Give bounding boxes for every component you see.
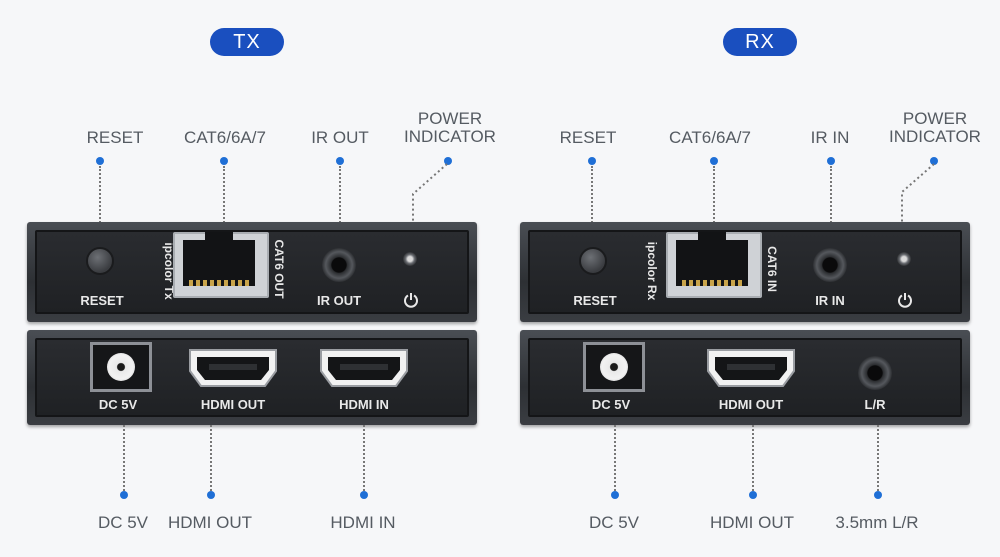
rx-cat-dot [710, 157, 718, 165]
rx-cat-silk: CAT6 IN [765, 246, 779, 292]
rx-ir-leader [830, 166, 832, 246]
tx-ir-out-jack[interactable] [322, 248, 356, 282]
tx-rj45-port-icon[interactable] [173, 232, 269, 298]
tx-hdmi-out-port-icon[interactable] [187, 347, 279, 389]
rx-ir-label: IR IN [810, 128, 850, 147]
tx-hdmi-in-label: HDMI IN [330, 513, 396, 532]
tx-hdmi-out-label: HDMI OUT [167, 513, 253, 532]
tx-ir-dot [336, 157, 344, 165]
rx-cat-leader [713, 166, 715, 238]
tx-hdmi-in-port-icon[interactable] [318, 347, 410, 389]
tx-dc-dot [120, 491, 128, 499]
tx-dc-jack-icon[interactable] [90, 342, 152, 392]
rx-power-label-2: INDICATOR [889, 127, 981, 146]
tx-badge: TX [210, 28, 284, 56]
rx-lr-silk: L/R [864, 397, 886, 412]
tx-dc-leader [123, 425, 125, 491]
tx-hdmi-out-silk: HDMI OUT [200, 397, 266, 412]
tx-power-leader [412, 163, 448, 252]
rx-cat-label: CAT6/6A/7 [669, 128, 751, 147]
tx-ir-label: IR OUT [311, 128, 369, 147]
rx-lr-label: 3.5mm L/R [835, 513, 919, 532]
tx-reset-dot [96, 157, 104, 165]
rx-reset-leader [591, 166, 593, 238]
rx-hdmi-out-dot [749, 491, 757, 499]
rx-ir-dot [827, 157, 835, 165]
rx-rj45-port-icon[interactable] [666, 232, 762, 298]
tx-led-icon [403, 252, 417, 266]
tx-cat-label: CAT6/6A/7 [184, 128, 266, 147]
rx-reset-label: RESET [559, 128, 617, 147]
tx-power-label-2: INDICATOR [404, 127, 496, 146]
rx-dc-label: DC 5V [588, 513, 640, 532]
rx-hdmi-out-leader [752, 425, 754, 491]
tx-hdmi-out-dot [207, 491, 215, 499]
rx-front-panel: RESET ipcolor Rx CAT6 IN IR IN [520, 222, 970, 322]
tx-power-label-1: POWER [417, 109, 483, 128]
rx-audio-jack-icon[interactable] [858, 356, 892, 390]
tx-rear-panel: DC 5V HDMI OUT HDMI IN [27, 330, 477, 425]
rx-reset-silk: RESET [573, 293, 617, 308]
rx-hdmi-out-label: HDMI OUT [709, 513, 795, 532]
tx-reset-label: RESET [86, 128, 144, 147]
rx-reset-button[interactable] [579, 247, 607, 275]
rx-rear-panel: DC 5V HDMI OUT L/R [520, 330, 970, 425]
tx-hdmi-out-leader [210, 425, 212, 491]
rx-power-dot [930, 157, 938, 165]
tx-front-panel: RESET ipcolor Tx CAT6 OUT IR OUT [27, 222, 477, 322]
rx-power-label-1: POWER [902, 109, 968, 128]
rx-dc-leader [614, 425, 616, 491]
rx-brand-silk: ipcolor Rx [645, 241, 659, 301]
rx-led-icon [897, 252, 911, 266]
tx-reset-button[interactable] [86, 247, 114, 275]
rx-ir-silk: IR IN [815, 293, 845, 308]
tx-hdmi-in-leader [363, 425, 365, 491]
rx-dc-jack-icon[interactable] [583, 342, 645, 392]
tx-reset-silk: RESET [80, 293, 124, 308]
tx-dc-label: DC 5V [97, 513, 149, 532]
tx-ir-leader [339, 166, 341, 246]
tx-dc-silk: DC 5V [98, 397, 138, 412]
tx-hdmi-in-silk: HDMI IN [339, 397, 389, 412]
tx-reset-leader [99, 166, 101, 238]
tx-cat-leader [223, 166, 225, 238]
rx-lr-dot [874, 491, 882, 499]
tx-cat-silk: CAT6 OUT [272, 239, 286, 299]
tx-power-dot [444, 157, 452, 165]
rx-reset-dot [588, 157, 596, 165]
rx-dc-silk: DC 5V [591, 397, 631, 412]
tx-cat-dot [220, 157, 228, 165]
rx-power-icon [898, 293, 912, 308]
tx-ir-silk: IR OUT [316, 293, 362, 308]
rx-dc-dot [611, 491, 619, 499]
rx-hdmi-out-port-icon[interactable] [705, 347, 797, 389]
tx-hdmi-in-dot [360, 491, 368, 499]
rx-ir-in-jack[interactable] [813, 248, 847, 282]
tx-power-icon [404, 293, 418, 308]
rx-badge: RX [723, 28, 797, 56]
rx-hdmi-out-silk: HDMI OUT [718, 397, 784, 412]
rx-lr-leader [877, 425, 879, 491]
